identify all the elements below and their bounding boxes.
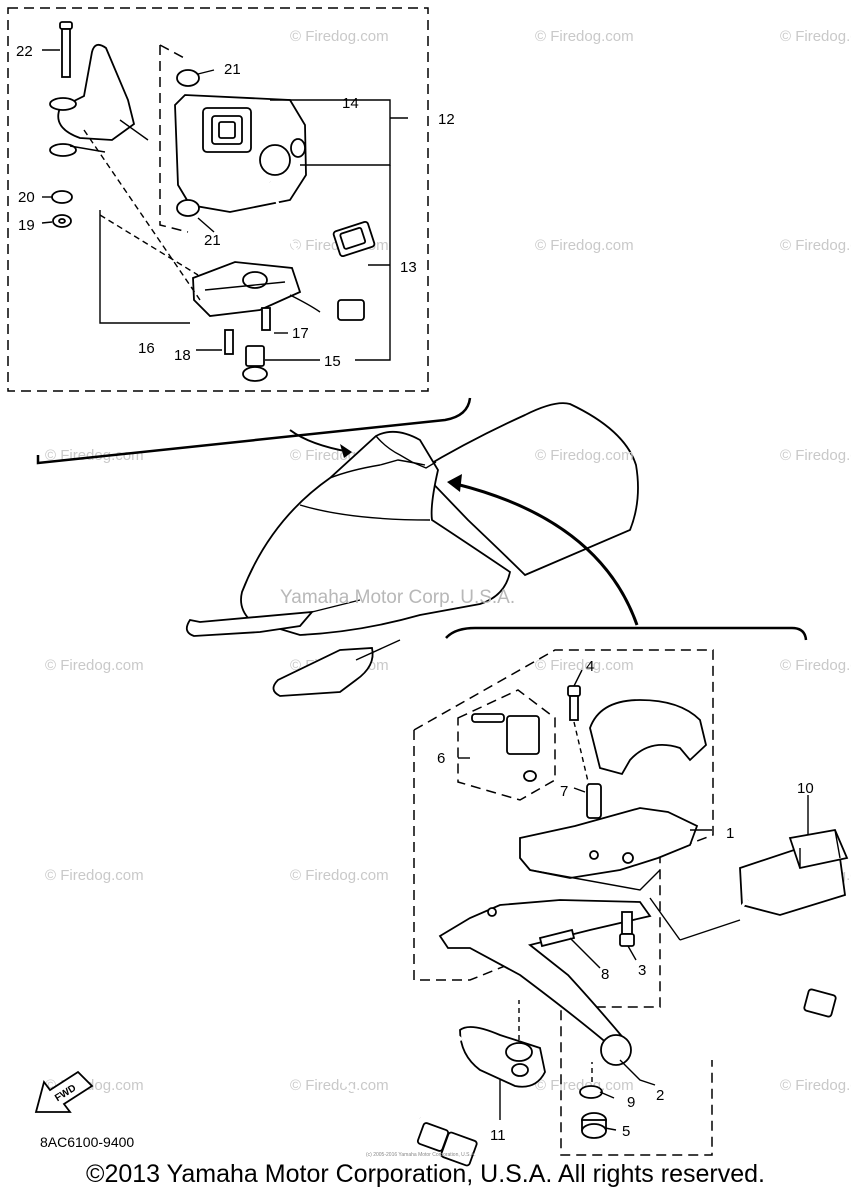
switch-10 (739, 828, 849, 916)
watermark: © Firedog.com (780, 237, 851, 254)
spacer-7 (586, 783, 602, 819)
callout: 2 (656, 1087, 664, 1104)
callout: 8 (601, 966, 609, 983)
callout: 16 (138, 340, 155, 357)
grommet-21-top (176, 69, 200, 87)
lower-frame (413, 730, 521, 981)
guide-21 (159, 44, 189, 233)
callout: 11 (490, 1127, 506, 1144)
switch-10-connector (803, 988, 837, 1018)
watermark: © Firedog.com (780, 1077, 851, 1094)
callout: 21 (204, 232, 221, 249)
callout: 20 (18, 189, 35, 206)
bolt-3 (619, 911, 635, 947)
callout: 15 (324, 353, 341, 370)
callout: 18 (174, 347, 191, 364)
lower-frame (413, 649, 714, 1156)
switch-housing-14 (174, 94, 307, 213)
upper-pointer-line (36, 397, 472, 465)
callout: 4 (586, 658, 594, 675)
switch-part-6 (471, 713, 540, 782)
screw-15 (242, 345, 268, 382)
bolt-22 (59, 21, 73, 78)
screw-18 (224, 329, 234, 355)
callout: 13 (400, 259, 417, 276)
callout: 17 (292, 325, 309, 342)
callout: 12 (438, 111, 455, 128)
callout: 22 (16, 43, 33, 60)
fine-print: (c) 2005-2016 Yamaha Motor Corporation, … (366, 1152, 476, 1158)
watermark: © Firedog.com (535, 28, 634, 45)
callout: 5 (622, 1123, 630, 1140)
watermark: © Firedog.com (780, 447, 851, 464)
lower-pointer-line (445, 626, 808, 641)
washer-9 (579, 1085, 603, 1099)
callout: 14 (342, 95, 359, 112)
watermark: © Firedog.com (290, 28, 389, 45)
fwd-arrow: FWD (34, 1070, 94, 1113)
callout: 10 (797, 780, 814, 797)
mounting-bracket (57, 43, 136, 141)
bracket-1 (519, 807, 699, 879)
lower-assembly: 4 6 7 1 10 8 3 2 9 11 5 (325, 626, 849, 1167)
screw-8 (538, 928, 576, 948)
screw-17 (261, 307, 271, 331)
callout: 1 (726, 825, 734, 842)
lower-housing-16 (192, 261, 302, 317)
bracket-hole (49, 143, 77, 157)
switch-cap (589, 699, 707, 776)
nut-5 (581, 1112, 607, 1139)
washer-20 (51, 190, 73, 204)
lever-ball (600, 1034, 632, 1066)
bolt-4 (567, 685, 581, 721)
callout: 3 (638, 962, 646, 979)
copyright-notice: ©2013 Yamaha Motor Corporation, U.S.A. A… (86, 1160, 765, 1188)
watermark: © Firedog.com (535, 447, 634, 464)
watermark: © Firedog.com (535, 657, 634, 674)
callout: 21 (224, 61, 241, 78)
part-code: 8AC6100-9400 (40, 1134, 134, 1150)
callout: 7 (560, 783, 568, 800)
callout: 19 (18, 217, 35, 234)
connector-13 (332, 220, 376, 258)
callout: 9 (627, 1094, 635, 1111)
watermark: © Firedog.com (780, 28, 851, 45)
watermark: © Firedog.com (290, 1077, 389, 1094)
watermark: © Firedog.com (45, 657, 144, 674)
snowmobile-outline: Yamaha Motor Corp. U.S.A. © Firedog.com (185, 402, 639, 697)
manufacturer-label: Yamaha Motor Corp. U.S.A. (280, 587, 515, 608)
watermark: © Firedog.com (780, 657, 851, 674)
callout: 6 (437, 750, 445, 767)
connector-small (337, 299, 365, 321)
watermark: © Firedog.com (290, 867, 389, 884)
watermark: © Firedog.com (45, 867, 144, 884)
subframe-6 (457, 689, 556, 801)
grommet-21-bottom (176, 199, 200, 217)
sensor-11 (459, 1026, 546, 1088)
watermark: © Firedog.com (535, 237, 634, 254)
upper-frame (7, 7, 429, 392)
upper-assembly: 22 21 14 12 20 19 21 13 17 16 18 15 (7, 7, 472, 465)
watermark: © Firedog.com (535, 1077, 634, 1094)
sensor-connector (416, 1122, 478, 1167)
